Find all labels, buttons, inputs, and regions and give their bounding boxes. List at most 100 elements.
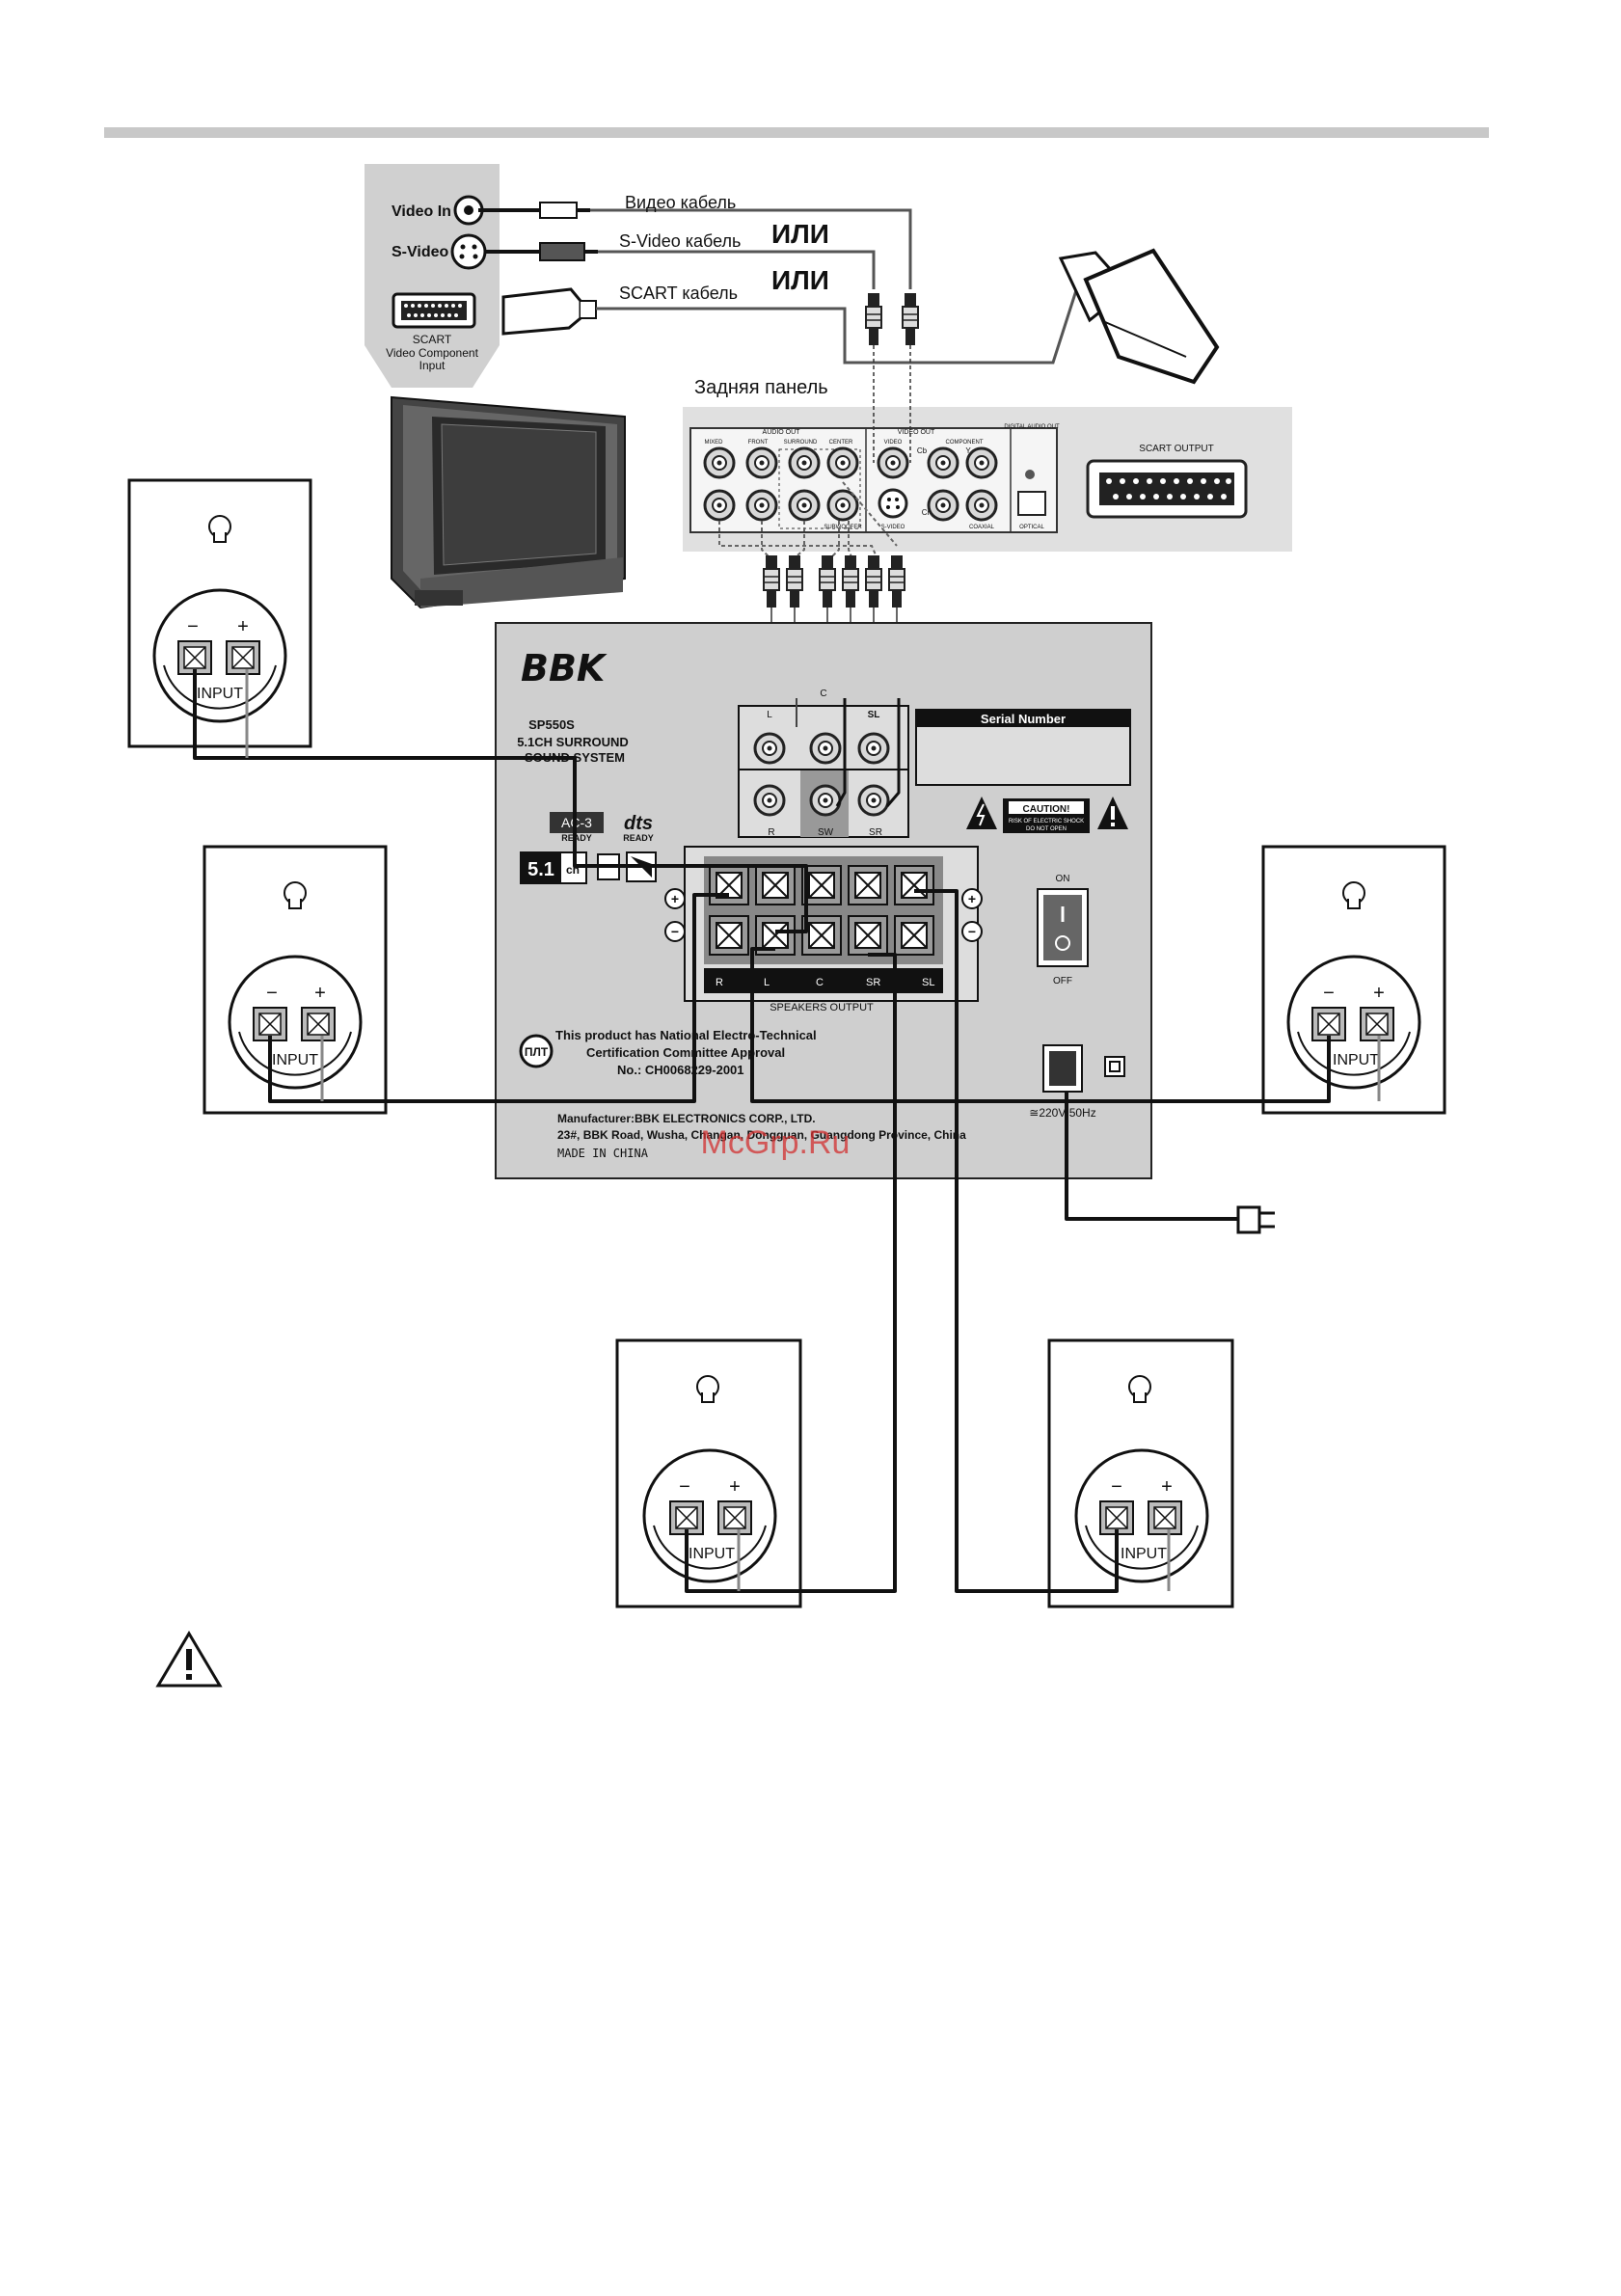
svg-text:AUDIO OUT: AUDIO OUT bbox=[763, 429, 801, 436]
speaker-surround-left: − + INPUT bbox=[615, 1338, 802, 1608]
svg-text:L: L bbox=[767, 710, 772, 720]
svg-text:5.1: 5.1 bbox=[527, 859, 554, 880]
scart-output-connector[interactable] bbox=[1086, 459, 1248, 519]
scart-cable-label: SCART кабель bbox=[619, 284, 738, 303]
svg-text:RISK OF ELECTRIC SHOCK: RISK OF ELECTRIC SHOCK bbox=[1009, 819, 1084, 824]
scart-plug bbox=[501, 287, 597, 336]
svg-text:OFF: OFF bbox=[1053, 976, 1072, 986]
svg-text:COMPONENT: COMPONENT bbox=[946, 440, 984, 446]
video-in-label: Video In bbox=[392, 203, 451, 220]
svg-text:SL: SL bbox=[868, 710, 880, 720]
component-input-label: Input bbox=[419, 359, 446, 372]
svg-text:CENTER: CENTER bbox=[829, 440, 853, 446]
svg-text:MIXED: MIXED bbox=[704, 440, 723, 446]
svg-text:Certification Committee Approv: Certification Committee Approval bbox=[586, 1045, 785, 1060]
svg-text:COAXIAL: COAXIAL bbox=[969, 525, 995, 530]
svg-text:SR: SR bbox=[869, 827, 882, 838]
svg-text:+: + bbox=[729, 1476, 741, 1498]
svg-text:READY: READY bbox=[623, 833, 654, 843]
certification-logo bbox=[519, 1034, 554, 1068]
svg-text:SR: SR bbox=[866, 977, 880, 988]
or-label-1: ИЛИ bbox=[771, 219, 829, 249]
power-plug bbox=[1236, 1205, 1275, 1234]
svg-text:No.: CH0068229-2001: No.: CH0068229-2001 bbox=[617, 1063, 744, 1077]
svg-text:VIDEO: VIDEO bbox=[884, 440, 903, 446]
svg-text:SUBWOOFER: SUBWOOFER bbox=[824, 525, 862, 530]
svg-text:SURROUND: SURROUND bbox=[784, 440, 818, 446]
svg-text:MADE IN CHINA: MADE IN CHINA bbox=[557, 1147, 649, 1160]
svg-text:−: − bbox=[1111, 1476, 1122, 1498]
s-video-jack[interactable] bbox=[450, 233, 487, 270]
audio-cable-bundle bbox=[718, 481, 898, 560]
svg-text:C: C bbox=[816, 977, 824, 988]
speaker-front-left: − + INPUT bbox=[127, 478, 312, 748]
rear-panel-title: Задняя панель bbox=[694, 377, 828, 398]
svg-text:C: C bbox=[820, 689, 826, 699]
subwoofer-panel: BBK SP550S 5.1CH SURROUND SOUND SYSTEM A… bbox=[495, 622, 1152, 1179]
power-rating-label: ≅220V 50Hz bbox=[1029, 1106, 1095, 1120]
svideo-cable-label: S-Video кабель bbox=[619, 231, 741, 251]
svg-text:−: − bbox=[266, 983, 278, 1004]
power-switch[interactable] bbox=[1037, 888, 1089, 967]
svg-text:+: + bbox=[237, 616, 249, 637]
svg-text:AC-3: AC-3 bbox=[561, 815, 592, 830]
s-video-label: S-Video bbox=[392, 244, 449, 260]
video-cable-label: Видео кабель bbox=[625, 193, 736, 212]
svg-text:VIDEO OUT: VIDEO OUT bbox=[898, 429, 935, 436]
svg-text:R: R bbox=[716, 977, 723, 988]
svg-text:+: + bbox=[1373, 983, 1385, 1004]
shock-warning-icon bbox=[966, 797, 997, 829]
svg-text:Cr: Cr bbox=[922, 508, 931, 517]
component-label: Video Component bbox=[386, 346, 479, 360]
rear-svideo-jack[interactable] bbox=[878, 488, 908, 519]
speaker-wires bbox=[193, 669, 1381, 1593]
svg-text:+: + bbox=[968, 891, 976, 906]
svg-text:SL: SL bbox=[922, 977, 934, 988]
dvd-rear-panel: AUDIO OUT VIDEO OUT DIGITAL AUDIO OUT MI… bbox=[683, 407, 1292, 552]
svg-text:S-VIDEO: S-VIDEO bbox=[881, 525, 905, 530]
watermark: McGrp.Ru bbox=[701, 1124, 851, 1161]
svg-text:INPUT: INPUT bbox=[689, 1546, 735, 1562]
svg-text:OPTICAL: OPTICAL bbox=[1019, 525, 1044, 530]
svg-text:−: − bbox=[968, 924, 976, 939]
scart-input-connector[interactable] bbox=[392, 292, 476, 329]
speakers-output-label: SPEAKERS OUTPUT bbox=[770, 1002, 874, 1013]
svg-text:ON: ON bbox=[1056, 874, 1070, 884]
serial-number-label: Serial Number bbox=[981, 712, 1066, 726]
bbk-logo: BBK bbox=[521, 647, 608, 689]
warning-icon bbox=[155, 1631, 223, 1688]
optical-jack[interactable] bbox=[1017, 491, 1046, 516]
svg-text:L: L bbox=[764, 977, 770, 988]
svg-text:INPUT: INPUT bbox=[272, 1052, 318, 1068]
svg-text:−: − bbox=[671, 924, 679, 939]
svg-text:23#, BBK Road, Wusha, Changan,: 23#, BBK Road, Wusha, Changan, Dongguan,… bbox=[557, 1128, 966, 1142]
model-label: SP550S bbox=[528, 717, 575, 732]
svg-text:+: + bbox=[314, 983, 326, 1004]
svg-text:Y: Y bbox=[965, 446, 971, 455]
double-insulation-icon bbox=[1104, 1056, 1125, 1077]
svg-text:SCART OUTPUT: SCART OUTPUT bbox=[1139, 444, 1213, 454]
svg-text:Manufacturer:BBK ELECTRONICS C: Manufacturer:BBK ELECTRONICS CORP., LTD. bbox=[557, 1112, 816, 1125]
svg-text:This product has National Elec: This product has National Electro-Techni… bbox=[555, 1028, 817, 1042]
or-label-2: ИЛИ bbox=[771, 265, 829, 295]
svg-text:INPUT: INPUT bbox=[1121, 1546, 1167, 1562]
svg-text:+: + bbox=[671, 891, 679, 906]
svg-text:−: − bbox=[679, 1476, 690, 1498]
svg-text:SW: SW bbox=[818, 827, 834, 838]
svg-text:−: − bbox=[187, 616, 199, 637]
svg-text:ПЛТ: ПЛТ bbox=[525, 1045, 549, 1059]
svg-text:CAUTION!: CAUTION! bbox=[1023, 804, 1070, 815]
scart-plug-large bbox=[1058, 248, 1220, 385]
svg-text:5.1CH SURROUND: 5.1CH SURROUND bbox=[517, 735, 629, 749]
speaker-center: − + INPUT bbox=[203, 845, 388, 1115]
header-rule bbox=[104, 127, 1489, 138]
tv-cables bbox=[478, 202, 1088, 365]
svg-text:−: − bbox=[1323, 983, 1335, 1004]
svg-text:DO NOT OPEN: DO NOT OPEN bbox=[1026, 826, 1067, 832]
svg-text:FRONT: FRONT bbox=[748, 440, 769, 446]
svg-text:Cb: Cb bbox=[917, 446, 928, 455]
tv-input-panel: Video In S-Video SCART Video Component I… bbox=[365, 164, 500, 388]
svg-text:DIGITAL AUDIO OUT: DIGITAL AUDIO OUT bbox=[1004, 424, 1060, 430]
svg-text:BBK: BBK bbox=[521, 647, 608, 689]
